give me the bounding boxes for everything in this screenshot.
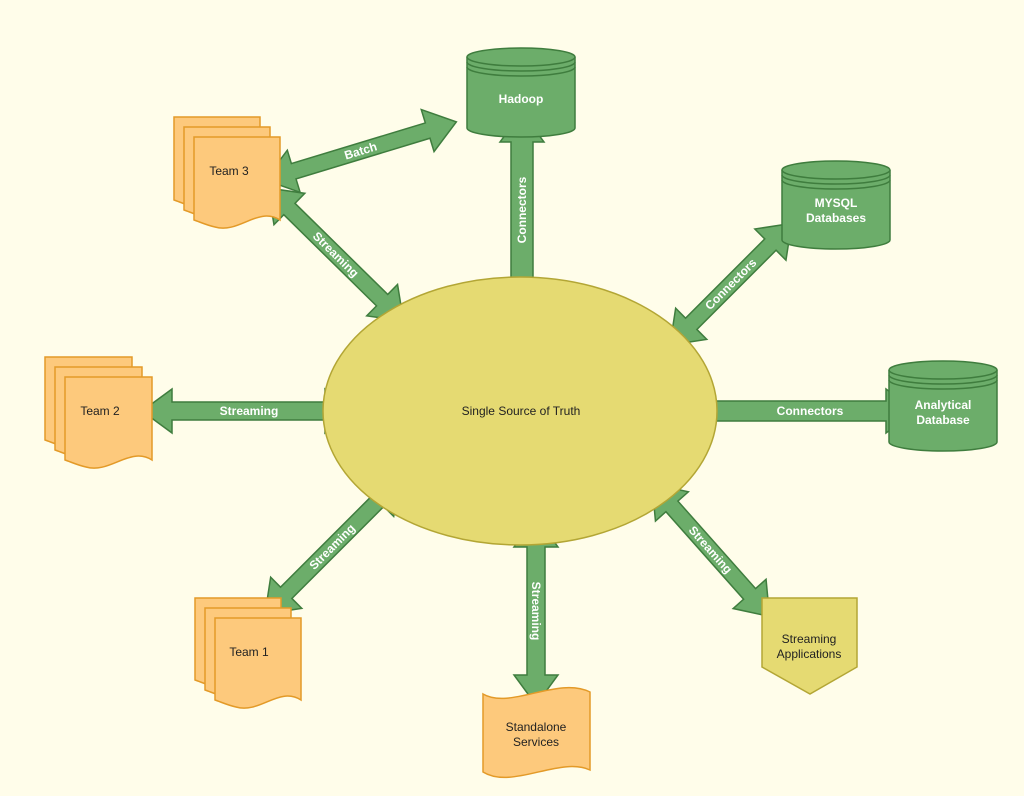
- analytical-database: Analytical Database: [888, 360, 998, 452]
- hadoop-label: Hadoop: [499, 92, 544, 106]
- team1-documents: Team 1: [194, 597, 302, 709]
- team2-label: Team 2: [80, 404, 120, 418]
- streaming-applications-label-line2: Applications: [777, 647, 842, 661]
- hadoop-connectors-arrow-label: Connectors: [515, 176, 529, 243]
- streaming-applications-shape: [761, 597, 858, 695]
- team3-doc-front-icon: [193, 136, 281, 229]
- standalone-label-line2: Services: [513, 735, 559, 749]
- batch-arrow-shape: [263, 108, 458, 194]
- team2-streaming-arrow-label: Streaming: [220, 404, 279, 418]
- mysql-cylinder-rings: [781, 169, 891, 190]
- analytical-connectors-arrow: Connectors: [707, 387, 918, 435]
- standalone-streaming-arrow-label: Streaming: [529, 582, 543, 641]
- streaming-applications-label-line1: Streaming: [782, 632, 837, 646]
- team2-doc-front-icon: [64, 376, 153, 469]
- hadoop-database: Hadoop: [466, 47, 576, 138]
- mysql-database: MYSQL Databases: [781, 160, 891, 250]
- analytical-label-line2: Database: [916, 413, 970, 427]
- analytical-cylinder-rings: [888, 369, 998, 390]
- team3-streaming-arrow-label: Streaming: [310, 229, 362, 280]
- team1-doc-front-icon: [214, 617, 302, 709]
- team1-label: Team 1: [229, 645, 269, 659]
- center-ellipse: [322, 276, 718, 546]
- hadoop-connectors-arrow: Connectors: [498, 110, 546, 291]
- apps-streaming-arrow-label: Streaming: [686, 523, 735, 576]
- team3-label: Team 3: [209, 164, 249, 178]
- mysql-connectors-arrow-label: Connectors: [702, 255, 759, 312]
- team1-streaming-arrow-label: Streaming: [306, 521, 357, 572]
- team2-documents: Team 2: [44, 356, 153, 469]
- single-source-of-truth: Single Source of Truth: [322, 276, 718, 546]
- analytical-label-line1: Analytical: [915, 398, 972, 412]
- batch-arrow: Batch: [263, 108, 458, 194]
- streaming-applications: Streaming Applications: [761, 597, 858, 695]
- center-label: Single Source of Truth: [462, 404, 581, 418]
- standalone-label-line1: Standalone: [506, 720, 567, 734]
- standalone-doc-icon: [482, 686, 591, 779]
- standalone-services: Standalone Services: [482, 686, 591, 779]
- team3-documents: Team 3: [173, 116, 281, 229]
- analytical-connectors-arrow-label: Connectors: [777, 404, 844, 418]
- mysql-label-line1: MYSQL: [815, 196, 858, 210]
- hadoop-cylinder-rings: [466, 56, 576, 77]
- arrows-layer: Batch Streaming Connectors Connectors St…: [140, 108, 918, 707]
- mysql-label-line2: Databases: [806, 211, 866, 225]
